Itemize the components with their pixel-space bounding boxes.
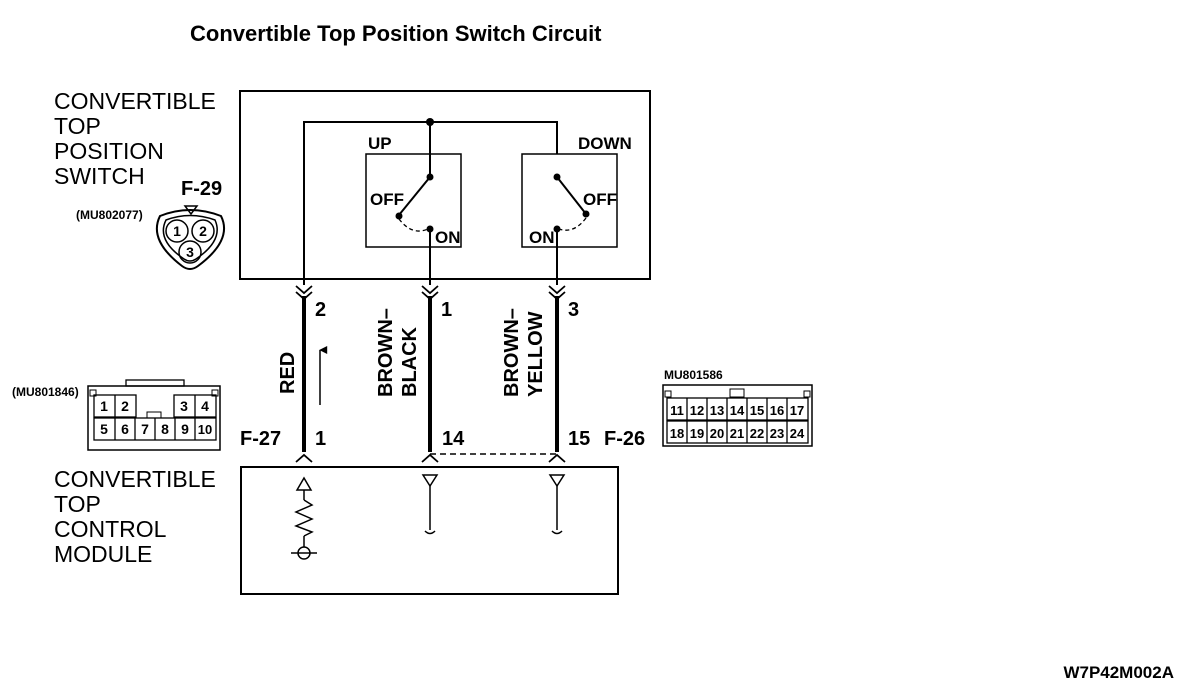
connector-f29-pin-2-label: 2 (199, 223, 207, 239)
connector-f26-pin-22: 22 (750, 426, 764, 441)
connector-f29-outline (155, 209, 226, 270)
up-switch-on-label: ON (435, 228, 461, 247)
pullup-resistor (294, 499, 314, 537)
connector-f27-part-number: (MU801846) (12, 385, 79, 399)
down-switch-label: DOWN (578, 134, 632, 153)
connector-f29-pin-1-label: 1 (173, 223, 181, 239)
module-label-line-1: CONVERTIBLE (54, 466, 216, 492)
up-switch-blade (398, 176, 431, 216)
switch-label-line-4: SWITCH (54, 163, 145, 189)
diagram-title: Convertible Top Position Switch Circuit (190, 21, 602, 46)
module-input-14 (421, 474, 439, 535)
module-housing (240, 466, 619, 595)
connector-f27-pin-7: 7 (141, 421, 149, 437)
connector-f26-label: F-26 (604, 428, 645, 450)
supply-arrow (295, 476, 313, 491)
down-switch: DOWN OFF ON (521, 134, 632, 285)
module-label-line-2: TOP (54, 491, 101, 517)
connector-f29-pin-3-label: 3 (186, 244, 194, 260)
switch-common-bus (303, 118, 558, 285)
wire-harness (302, 296, 559, 455)
connector-f26-pin-14: 14 (730, 403, 745, 418)
up-switch-box (365, 153, 462, 248)
connector-f29-part-number: (MU802077) (76, 208, 143, 222)
switch-pin-1: 1 (441, 299, 452, 321)
module-label-line-4: MODULE (54, 541, 152, 567)
module-pin-15: 15 (568, 428, 590, 450)
connector-f29-pin-2 (191, 219, 215, 243)
down-switch-box (521, 153, 618, 248)
switch-label-line-3: POSITION (54, 138, 164, 164)
connector-f27-pin-9: 9 (181, 421, 189, 437)
connector-f27-pin-1: 1 (100, 398, 108, 414)
connector-f26-pin-24: 24 (790, 426, 805, 441)
connector-f26-pin-13: 13 (710, 403, 724, 418)
connector-f26-pin-18: 18 (670, 426, 684, 441)
connector-f26-pin-20: 20 (710, 426, 724, 441)
wire-color-red: RED (277, 352, 299, 394)
switch-label-line-2: TOP (54, 113, 101, 139)
connector-f26-pin-17: 17 (790, 403, 804, 418)
connector-f29-pin-3 (178, 240, 202, 264)
up-switch: UP OFF ON (365, 134, 462, 248)
connector-f29-face: 1 2 3 (155, 205, 226, 270)
connector-f26-pin-21: 21 (730, 426, 744, 441)
module-pullup-circuit (291, 476, 317, 560)
wire-color-brown-yellow-line-2: YELLOW (525, 311, 547, 397)
connector-f26-pin-11: 11 (670, 403, 684, 418)
connector-f27-pin-6: 6 (121, 421, 129, 437)
switch-pin-3: 3 (568, 299, 579, 321)
connector-f27-pin-4: 4 (201, 398, 209, 414)
connector-f29-pin-1 (165, 219, 189, 243)
wire-color-brown-black-line-2: BLACK (399, 326, 421, 397)
connector-f29-label: F-29 (181, 178, 222, 200)
connector-f26-part-number: MU801586 (664, 368, 723, 382)
down-switch-on-label: ON (529, 228, 555, 247)
connector-f27-pin-5: 5 (100, 421, 108, 437)
module-label: CONVERTIBLE TOP CONTROL MODULE (54, 466, 216, 567)
connector-f27-pin-8: 8 (161, 421, 169, 437)
connector-f26-pin-15: 15 (750, 403, 764, 418)
connector-f26-pin-23: 23 (770, 426, 784, 441)
connector-f29-inner (162, 214, 218, 262)
switch-housing (239, 90, 651, 280)
connector-f27-pin-2: 2 (121, 398, 129, 414)
up-switch-travel-arc (398, 218, 429, 232)
connector-f27-face: 1 2 3 4 5 6 7 8 9 10 (87, 379, 221, 451)
module-pin-14: 14 (442, 428, 465, 450)
connector-f27-label: F-27 (240, 428, 281, 450)
switch-label-line-1: CONVERTIBLE (54, 88, 216, 114)
up-switch-label: UP (368, 134, 392, 153)
connector-f26-pin-19: 19 (690, 426, 704, 441)
module-pin-1: 1 (315, 428, 326, 450)
switch-label: CONVERTIBLE TOP POSITION SWITCH (54, 88, 216, 189)
connector-f26-pin-12: 12 (690, 403, 704, 418)
connector-f27-pin-3: 3 (180, 398, 188, 414)
down-switch-blade (556, 176, 587, 215)
switch-pin-2: 2 (315, 299, 326, 321)
down-switch-travel-arc (558, 217, 587, 231)
module-label-line-3: CONTROL (54, 516, 167, 542)
up-switch-off-label: OFF (370, 190, 404, 209)
module-connector-chevrons (295, 453, 566, 463)
connector-f26-pin-16: 16 (770, 403, 784, 418)
connector-f27-pin-10: 10 (198, 422, 212, 437)
module-input-15 (548, 474, 566, 535)
figure-code: W7P42M002A (1063, 663, 1174, 682)
connector-f26-face: 11 12 13 14 15 16 17 18 19 20 21 22 23 2… (662, 384, 813, 447)
wire-color-brown-black-line-1: BROWN– (375, 308, 397, 397)
down-switch-off-label: OFF (583, 190, 617, 209)
wire-color-brown-yellow-line-1: BROWN– (501, 308, 523, 397)
